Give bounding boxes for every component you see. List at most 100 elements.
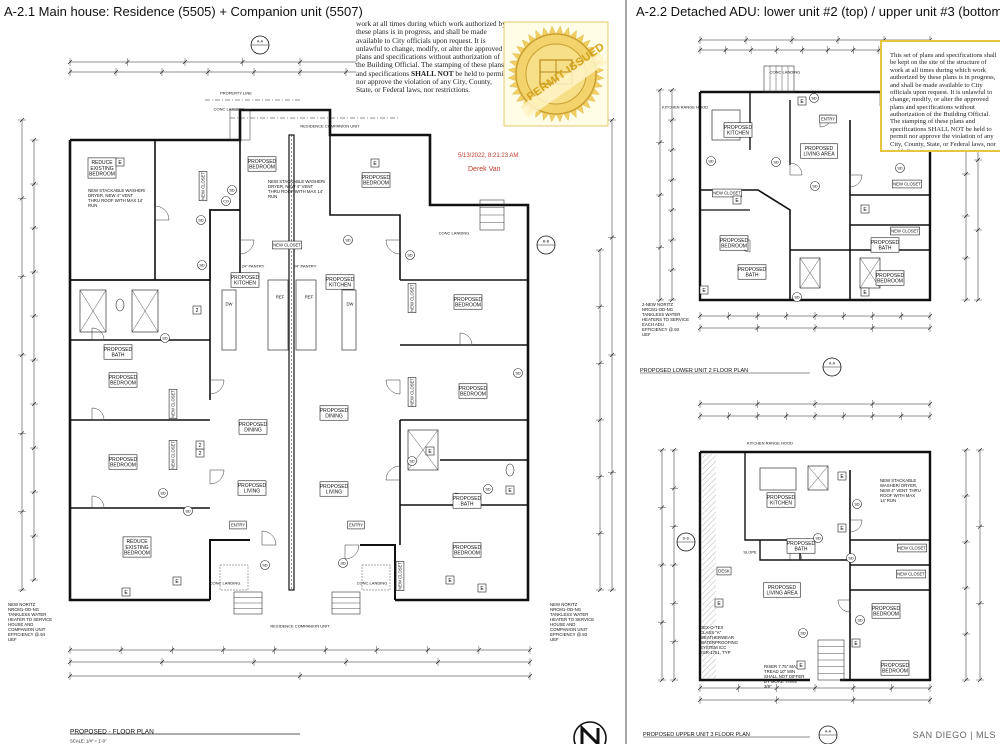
closet-tag: NEW CLOSET [168,440,178,470]
symbol-circle [338,558,348,568]
wall [700,450,932,682]
symbol-text: E [480,586,484,592]
entry-tag-box [229,520,247,530]
section-marker-label-line: B-B [543,239,550,243]
closet-tag-top-box [272,240,302,250]
room-label-line: BATH [461,502,474,508]
room-label-line: REDUCE [126,539,148,545]
plan-note-line: SHALL NOT DIFFER [764,674,804,679]
tag-label-line: NEW CLOSET [898,545,926,550]
symbol-text: E [863,290,867,296]
symbol-box [370,158,380,168]
slope-tag-text: SLOPE [743,549,757,554]
symbol-text: E [735,198,739,204]
door-swing [261,530,277,546]
section-marker-label: A-A [257,39,264,43]
plan-note-line: NEW STACKABLE WASHER/ [88,188,146,193]
tag-label-box [890,226,920,236]
room-label-box [871,603,901,619]
door-swing [385,239,401,255]
symbol-box [477,583,487,593]
room-label-line: LIVING AREA [766,591,798,597]
lower-plan-title-text: PROPOSED LOWER UNIT 2 FLOOR PLAN [640,368,748,374]
landing-tag: CONC LANDING [214,106,245,111]
room-label-box [122,536,152,558]
landing-tag-line: CONC LANDING [214,106,245,111]
tag-label-text: NEW CLOSET [898,545,926,550]
plan-note-line: COMPANION UNIT [550,627,588,632]
room-label-box [800,143,838,159]
plan-note-line: DRYER, NEW 4" VENT [88,193,134,198]
room-label-line: PROPOSED [320,408,349,414]
plan-note-line: UEF [642,332,651,337]
tag-label-text: NEW CLOSET [397,562,402,590]
door-swing [837,599,851,613]
closet-tag: NEW CLOSET [407,283,417,313]
right-sheet-title: A-2.2 Detached ADU: lower unit #2 (top) … [636,4,1000,19]
signature-date: 5/13/2022, 8:21:23 AM [458,153,519,159]
entry-tag-text: ENTRY [349,522,363,527]
section-marker-label-text: B-B [543,239,550,243]
permit-notice: work at all times during which work auth… [356,19,506,95]
toilet [505,463,515,477]
room-label-box [319,481,349,497]
tag-label: NEW CLOSET [168,440,178,470]
symbol-circle [158,488,168,498]
symbol-text: SD [185,510,191,514]
symbol-text: E [840,474,844,480]
door-arc [209,379,225,395]
wall [759,540,850,561]
tag-label: NEW CLOSET [712,188,742,198]
door-swing [385,379,401,395]
room-label-box [247,156,277,172]
symbol-circle [513,368,523,378]
kitchen-counter [221,289,237,351]
door-arc [91,495,105,509]
symbol-box [172,576,182,586]
tag-label-line: NEW CLOSET [409,378,414,406]
upper-plan-title-text: PROPOSED UPPER UNIT 3 FLOOR PLAN [643,732,750,738]
symbol-text: SD [198,219,204,223]
closet-tag: NEW CLOSET [407,377,417,407]
symbol-circle [895,163,905,173]
tag-label-line: NEW CLOSET [170,441,175,469]
plan-note-line: SYSTEM ICC [700,645,726,650]
main-plan-scale-text: SCALE: 1/4" = 1'-0" [70,738,107,743]
door-arc [91,407,105,421]
tag-label: NEW CLOSET [890,226,920,236]
symbol-text: E [118,160,122,166]
plan-note-line: ESR-1751, TYP [700,650,731,655]
room-label-line: PROPOSED [453,496,482,502]
symbol-box [192,305,202,315]
plan-note-line: 2-NEW NORITZ [642,302,673,307]
symbol-circle [798,628,808,638]
room-label-line: BEDROOM [721,244,747,250]
range-hood-tag-line: KITCHEN RANGE HOOD [662,104,708,109]
plan-note-line: TREAD 10" MIN [764,669,795,674]
left-sheet-title: A-2.1 Main house: Residence (5505) + Com… [4,4,363,19]
plan-note-line: WEATHERWEAR [700,635,734,640]
plan-note-line: COMPANION UNIT [8,627,46,632]
plan-note-line: UEF [8,637,17,642]
tag-label-box [407,377,417,407]
range-hood-tag-line: KITCHEN RANGE HOOD [747,440,793,445]
room-label-box [870,237,900,253]
dw-tag: DW [226,301,233,306]
entry-tag: ENTRY [347,520,365,530]
entry-tag-box [819,114,837,124]
wall [698,90,932,302]
tag-label-text: NEW CLOSET [409,284,414,312]
room-label-line: PROPOSED [767,495,796,501]
